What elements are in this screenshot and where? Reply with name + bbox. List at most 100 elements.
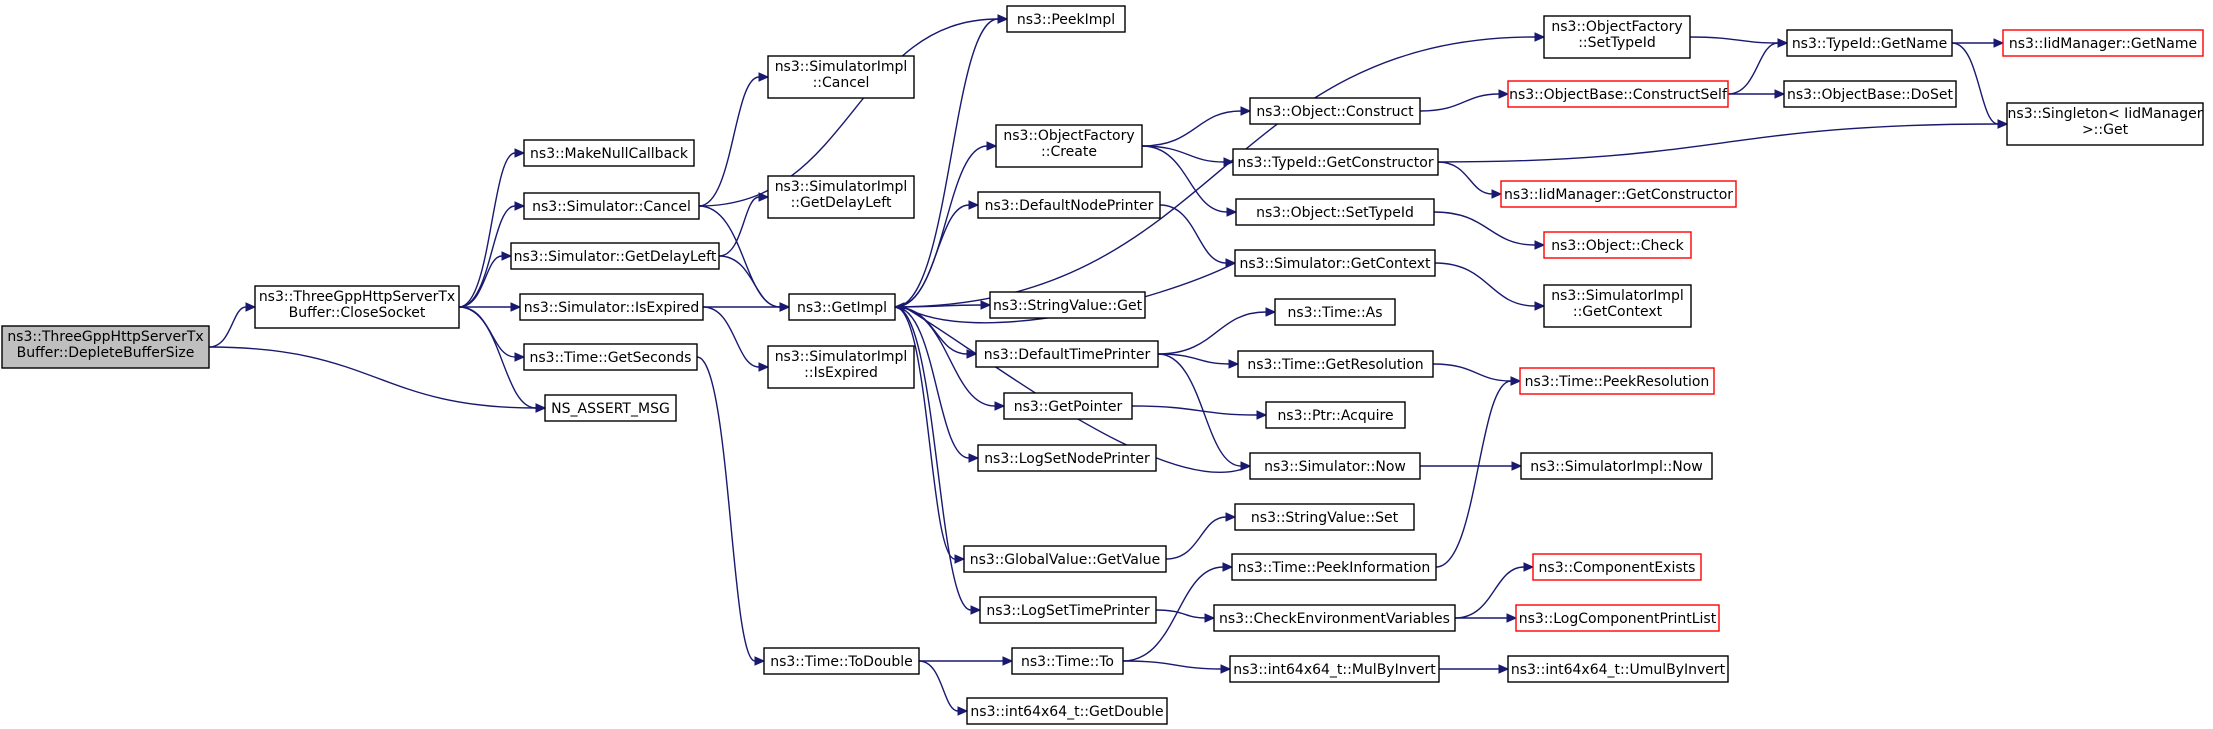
node-gvgetvalue[interactable]: ns3::GlobalValue::GetValue — [963, 545, 1167, 573]
edge-line — [1454, 566, 1525, 619]
node-defnodeprinter[interactable]: ns3::DefaultNodePrinter — [977, 191, 1161, 219]
node-box — [1507, 80, 1729, 108]
node-getpointer[interactable]: ns3::GetPointer — [1003, 392, 1133, 420]
edge-objconstruct-to-obconstructself — [1419, 89, 1510, 112]
node-box — [979, 596, 1157, 624]
node-box — [767, 175, 915, 219]
edge-line — [1437, 123, 1999, 163]
node-timeto[interactable]: ns3::Time::To — [1011, 647, 1124, 675]
node-implexpired[interactable]: ns3::SimulatorImpl::IsExpired — [767, 345, 915, 389]
node-box — [1786, 29, 1953, 57]
edge-line — [1141, 145, 1228, 213]
node-makenull[interactable]: ns3::MakeNullCallback — [523, 139, 695, 167]
node-simnow[interactable]: ns3::Simulator::Now — [1249, 452, 1421, 480]
node-box — [767, 345, 915, 389]
node-stringget[interactable]: ns3::StringValue::Get — [989, 291, 1146, 319]
node-impldelay[interactable]: ns3::SimulatorImpl::GetDelayLeft — [767, 175, 915, 219]
arrowhead — [994, 401, 1006, 411]
node-logsettime[interactable]: ns3::LogSetTimePrinter — [979, 596, 1157, 624]
edge-line — [1951, 42, 1999, 125]
node-ofsettypeid[interactable]: ns3::ObjectFactory::SetTypeId — [1543, 15, 1691, 59]
node-timeas[interactable]: ns3::Time::As — [1274, 298, 1396, 326]
node-label: ns3::GlobalValue::GetValue — [970, 552, 1160, 568]
node-timepeekinfo[interactable]: ns3::Time::PeekInformation — [1231, 553, 1437, 581]
node-simexpired[interactable]: ns3::Simulator::IsExpired — [519, 293, 704, 321]
node-close[interactable]: ns3::ThreeGppHttpServerTxBuffer::CloseSo… — [254, 285, 460, 329]
node-simcancel[interactable]: ns3::Simulator::Cancel — [523, 192, 700, 220]
edge-simgetcontext-to-implgetcontext — [1434, 262, 1546, 311]
node-label: ns3::int64x64_t::UmulByInvert — [1511, 662, 1726, 678]
node-getimpl[interactable]: ns3::GetImpl — [788, 293, 896, 321]
node-timeseconds[interactable]: ns3::Time::GetSeconds — [523, 343, 698, 371]
arrowhead — [1491, 189, 1503, 199]
node-box — [544, 394, 677, 422]
arrowhead — [1002, 656, 1014, 666]
node-iidgetname[interactable]: ns3::IidManager::GetName — [2002, 29, 2204, 57]
edge-getimpl-to-logsettime — [894, 306, 982, 615]
node-iidgetctor[interactable]: ns3::IidManager::GetConstructor — [1500, 180, 1737, 208]
node-logcompprint[interactable]: ns3::LogComponentPrintList — [1515, 604, 1720, 632]
node-objconstruct[interactable]: ns3::Object::Construct — [1249, 97, 1421, 125]
node-label: ns3::StringValue::Set — [1251, 510, 1399, 526]
node-box — [1232, 148, 1439, 176]
edge-typeidgetname-to-singletonget — [1951, 42, 2009, 129]
node-label: ::IsExpired — [804, 365, 878, 381]
node-checkenv[interactable]: ns3::CheckEnvironmentVariables — [1213, 604, 1456, 632]
edge-deftimeprinter-to-timegetres — [1157, 353, 1240, 369]
node-label: ns3::TypeId::GetName — [1792, 36, 1947, 52]
node-compexists[interactable]: ns3::ComponentExists — [1532, 553, 1702, 581]
node-label: ns3::CheckEnvironmentVariables — [1219, 611, 1450, 627]
node-singletonget[interactable]: ns3::Singleton< IidManager>::Get — [2006, 102, 2204, 146]
node-box — [1532, 553, 1702, 581]
node-timetodouble[interactable]: ns3::Time::ToDouble — [763, 647, 920, 675]
node-simdelay[interactable]: ns3::Simulator::GetDelayLeft — [510, 242, 720, 270]
node-typeidgetname[interactable]: ns3::TypeId::GetName — [1786, 29, 1953, 57]
node-typeidgetctor[interactable]: ns3::TypeId::GetConstructor — [1232, 148, 1439, 176]
edge-line — [1131, 405, 1258, 416]
node-stringset[interactable]: ns3::StringValue::Set — [1234, 503, 1415, 531]
node-implgetcontext[interactable]: ns3::SimulatorImpl::GetContext — [1543, 284, 1692, 328]
node-obdoset[interactable]: ns3::ObjectBase::DoSet — [1783, 80, 1957, 108]
edge-getimpl-to-logsetnode — [894, 306, 980, 463]
node-box — [1237, 350, 1434, 378]
node-timegetres[interactable]: ns3::Time::GetResolution — [1237, 350, 1434, 378]
node-label: ns3::DefaultNodePrinter — [985, 198, 1154, 214]
node-objsettypeid[interactable]: ns3::Object::SetTypeId — [1235, 198, 1435, 226]
node-obconstructself[interactable]: ns3::ObjectBase::ConstructSelf — [1507, 80, 1729, 108]
arrowhead — [893, 302, 905, 312]
node-label: ns3::Object::Check — [1551, 238, 1684, 254]
node-layer: ns3::ThreeGppHttpServerTxBuffer::Deplete… — [1, 5, 2204, 725]
node-label: ns3::LogSetTimePrinter — [986, 603, 1150, 619]
node-ofcreate[interactable]: ns3::ObjectFactory::Create — [995, 124, 1143, 168]
edge-logsettime-to-checkenv — [1155, 609, 1216, 623]
node-implnow[interactable]: ns3::SimulatorImpl::Now — [1520, 452, 1713, 480]
node-implcancel[interactable]: ns3::SimulatorImpl::Cancel — [767, 55, 915, 99]
node-umulbyinvert[interactable]: ns3::int64x64_t::UmulByInvert — [1507, 655, 1729, 683]
edge-timeto-to-timepeekinfo — [1122, 562, 1234, 662]
edge-simnow-to-implnow — [1420, 461, 1523, 471]
node-logsetnode[interactable]: ns3::LogSetNodePrinter — [977, 444, 1157, 472]
arrowhead — [1220, 664, 1232, 674]
node-objcheck[interactable]: ns3::Object::Check — [1543, 231, 1692, 259]
node-label: ns3::ObjectFactory — [1003, 128, 1134, 144]
node-label: ns3::GetPointer — [1014, 399, 1123, 415]
node-box — [788, 293, 896, 321]
node-timepeekres[interactable]: ns3::Time::PeekResolution — [1519, 367, 1715, 395]
node-mulbyinvert[interactable]: ns3::int64x64_t::MulByInvert — [1229, 655, 1440, 683]
edge-line — [894, 306, 972, 611]
edge-defnodeprinter-to-simgetcontext — [1159, 204, 1237, 268]
node-nsassert[interactable]: NS_ASSERT_MSG — [544, 394, 677, 422]
edge-line — [698, 18, 999, 207]
node-root[interactable]: ns3::ThreeGppHttpServerTxBuffer::Deplete… — [1, 325, 210, 369]
arrowhead — [968, 200, 980, 210]
edge-line — [1419, 93, 1500, 112]
node-box — [1235, 198, 1435, 226]
node-deftimeprinter[interactable]: ns3::DefaultTimePrinter — [975, 340, 1159, 368]
node-ptracquire[interactable]: ns3::Ptr::Acquire — [1265, 401, 1406, 429]
node-simgetcontext[interactable]: ns3::Simulator::GetContext — [1234, 249, 1436, 277]
node-peekimpl[interactable]: ns3::PeekImpl — [1006, 5, 1126, 33]
node-label: ns3::IidManager::GetConstructor — [1504, 187, 1733, 203]
node-label: ns3::ComponentExists — [1539, 560, 1696, 576]
node-int64getdouble[interactable]: ns3::int64x64_t::GetDouble — [966, 697, 1168, 725]
node-label: ::Create — [1041, 144, 1097, 160]
